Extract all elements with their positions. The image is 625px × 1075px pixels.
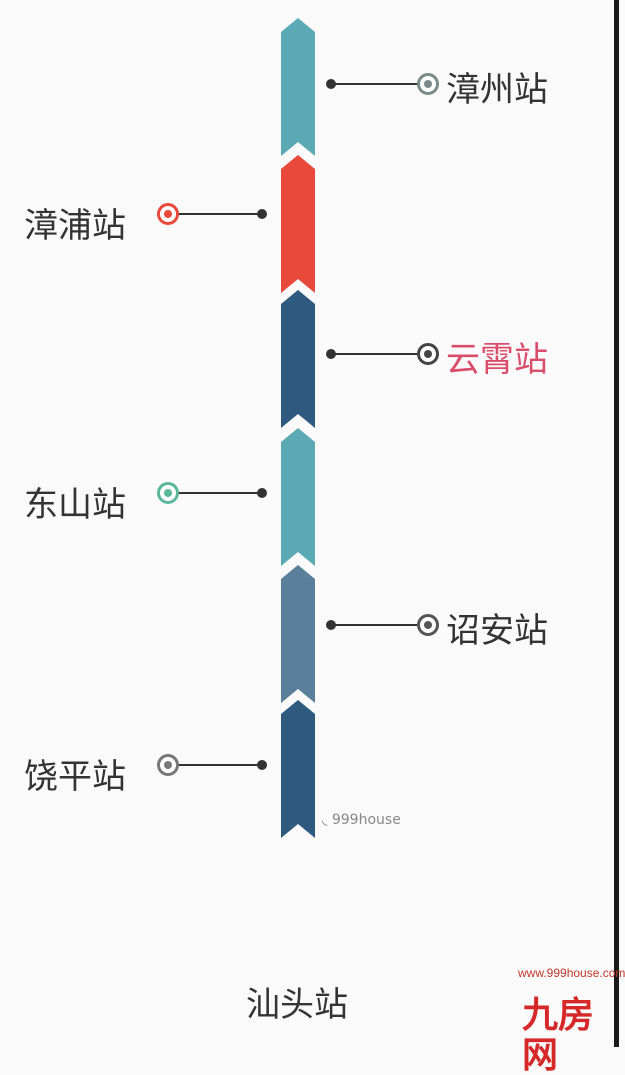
station-label-raoping: 饶平站 (24, 757, 126, 797)
connector-line-zhangzhou (331, 83, 428, 85)
station-marker-dongshan (157, 482, 179, 504)
route-segment-zhaoan (281, 565, 315, 703)
station-marker-zhangzhou (417, 73, 439, 95)
connector-dot-raoping (257, 760, 267, 770)
connector-line-zhaoan (331, 624, 428, 626)
station-marker-raoping (157, 754, 179, 776)
route-segment-zhangpu (281, 155, 315, 293)
station-marker-yunxiao (417, 343, 439, 365)
station-label-zhaoan: 诏安站 (446, 611, 548, 651)
connector-dot-zhangzhou (326, 79, 336, 89)
connector-dot-dongshan (257, 488, 267, 498)
station-label-yunxiao: 云霄站 (446, 340, 548, 380)
connector-dot-zhangpu (257, 209, 267, 219)
station-label-dongshan: 东山站 (24, 485, 126, 525)
connector-line-raoping (168, 764, 262, 766)
connector-dot-zhaoan (326, 620, 336, 630)
connector-line-dongshan (168, 492, 262, 494)
station-label-zhangzhou: 漳州站 (446, 70, 548, 110)
station-label-zhangpu: 漳浦站 (24, 206, 126, 246)
watermark-logo: 九房网 (522, 995, 595, 1075)
connector-line-zhangpu (168, 213, 262, 215)
station-marker-zhangpu (157, 203, 179, 225)
terminal-station-label: 汕头站 (246, 985, 348, 1025)
connector-line-yunxiao (331, 353, 428, 355)
connector-dot-yunxiao (326, 349, 336, 359)
route-segment-yunxiao (281, 290, 315, 428)
route-segment-zhangzhou (281, 18, 315, 156)
watermark-small-text: ◟ 999house (322, 812, 401, 828)
right-border (614, 0, 619, 1047)
route-segment-dongshan (281, 428, 315, 566)
watermark-url: www.999house.com (518, 966, 625, 980)
route-segment-raoping (281, 700, 315, 838)
station-marker-zhaoan (417, 614, 439, 636)
